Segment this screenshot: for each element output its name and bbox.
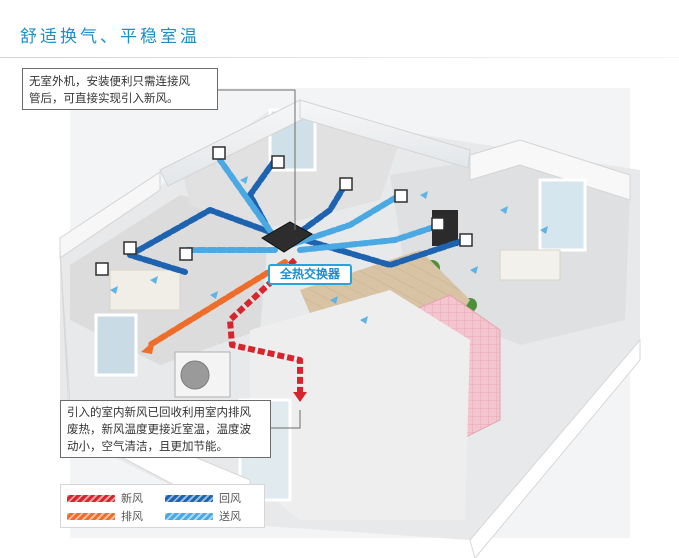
vent-5 [123, 241, 137, 255]
airflow-arrows [110, 176, 548, 324]
title-divider [0, 57, 679, 58]
front-room-floor [250, 290, 470, 520]
callout-top-line-2: 管后，可直接实现引入新风。 [29, 91, 179, 105]
callout-bottom-line-2: 废热，新风温度更接近室温，温度波 [67, 422, 251, 436]
vent-3 [339, 177, 353, 191]
legend-swatch-fresh-air [67, 494, 115, 502]
room-left-wall [59, 171, 161, 259]
airflow-legend: 新风 回风 排风 送风 [60, 484, 265, 528]
callout-no-outdoor-unit: 无室外机，安装便利只需连接风 管后，可直接实现引入新风。 [22, 68, 218, 110]
legend-return-air: 回风 [165, 491, 241, 505]
room-right-wall [469, 139, 631, 201]
window-right [538, 178, 587, 252]
fresh-air-duct [227, 257, 303, 395]
vent-4 [394, 189, 408, 203]
callout-bottom-line-1: 引入的室内新风已回收利用室内排风 [67, 405, 251, 419]
page-title: 舒适换气、平稳室温 [20, 27, 200, 47]
window-left [94, 313, 138, 377]
return-duct-3 [297, 182, 348, 235]
heat-exchanger-unit [261, 221, 313, 253]
wall-front-right [469, 338, 641, 558]
vent-8 [459, 233, 473, 247]
sofa [499, 249, 561, 281]
exhaust-air-arrow [141, 340, 155, 354]
callout-bottom-line-3: 动小，空气清洁，且更加节能。 [67, 439, 228, 453]
fresh-air-arrow [293, 392, 307, 402]
supply-duct-2 [287, 192, 403, 248]
heat-exchanger-label: 全热交换器 [268, 264, 352, 285]
legend-supply-air: 送风 [165, 509, 241, 523]
wall-partition-2 [299, 99, 471, 169]
vent-9 [95, 262, 109, 276]
vent-1 [212, 146, 226, 160]
callout-top-leader [218, 89, 296, 230]
vent-2 [271, 155, 285, 169]
vent-7 [431, 217, 445, 231]
legend-label-supply-air: 送风 [219, 510, 241, 523]
supply-duct-3 [297, 222, 443, 253]
bed-left [109, 269, 181, 311]
legend-swatch-supply-air [165, 512, 213, 520]
exhaust-air-duct [147, 259, 288, 348]
callout-heat-recovery: 引入的室内新风已回收利用室内排风 废热，新风温度更接近室温，温度波 动小，空气清… [60, 400, 271, 458]
legend-swatch-exhaust-air [67, 512, 115, 520]
callout-top-line-1: 无室外机，安装便利只需连接风 [29, 74, 190, 88]
legend-label-return-air: 回风 [219, 492, 241, 505]
vents [95, 146, 473, 276]
legend-label-exhaust-air: 排风 [121, 510, 143, 523]
vent-6 [179, 247, 193, 261]
callout-bottom-leader [271, 410, 301, 429]
legend-swatch-return-air [165, 494, 213, 502]
legend-label-fresh-air: 新风 [121, 492, 143, 505]
legend-fresh-air: 新风 [67, 491, 143, 505]
legend-exhaust-air: 排风 [67, 509, 143, 523]
return-duct-1 [127, 207, 273, 275]
outdoor-unit-fan [180, 360, 210, 390]
